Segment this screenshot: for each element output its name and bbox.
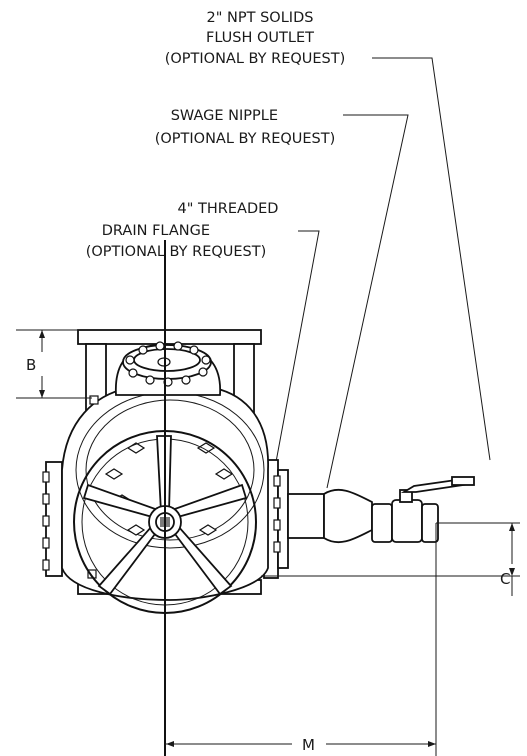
dimension-m-label: M: [302, 736, 315, 754]
callout-solids-outlet-line-3: (OPTIONAL BY REQUEST): [165, 51, 346, 67]
callout-drain-flange-line-2: DRAIN FLANGE: [102, 223, 210, 239]
dimension-m: M: [165, 523, 437, 756]
leader-solids-outlet: [372, 57, 491, 461]
ball-valve-end-left: [371, 503, 393, 543]
outlet-pipe: [287, 493, 325, 539]
callout-drain-flange: 4" THREADED DRAIN FLANGE (OPTIONAL BY RE…: [86, 201, 279, 260]
callout-drain-flange-line-1: 4" THREADED: [178, 201, 279, 217]
callout-swage-nipple-line-1: SWAGE NIPPLE: [171, 108, 278, 124]
callout-drain-flange-line-3: (OPTIONAL BY REQUEST): [86, 244, 267, 260]
leader-swage-nipple: [326, 114, 409, 489]
flush-outlet-assembly: [287, 476, 475, 543]
callout-solids-outlet-line-2: FLUSH OUTLET: [206, 30, 314, 46]
dimension-b-label: B: [26, 356, 36, 374]
swage-nipple: [323, 489, 373, 543]
leader-lines: [275, 57, 491, 489]
callout-swage-nipple: SWAGE NIPPLE (OPTIONAL BY REQUEST): [155, 108, 336, 147]
handwheel: [73, 430, 257, 614]
side-flange-bolts: [42, 395, 281, 579]
callout-swage-nipple-line-2: (OPTIONAL BY REQUEST): [155, 131, 336, 147]
callout-solids-outlet-line-1: 2" NPT SOLIDS: [207, 10, 314, 26]
body-plug: [89, 395, 99, 405]
seat-ring-inner: [85, 399, 255, 541]
dimension-b: B: [16, 329, 92, 399]
leader-drain-flange: [275, 230, 320, 463]
dimension-c: C: [261, 522, 520, 596]
drain-plug: [87, 569, 97, 579]
plug-valve-body: [45, 329, 289, 601]
dimension-c-label: C: [500, 570, 510, 588]
bonnet-bolts: [125, 341, 211, 387]
ball-valve-body: [391, 499, 423, 543]
ball-valve-handle-grip: [451, 476, 475, 486]
callout-solids-outlet: 2" NPT SOLIDS FLUSH OUTLET (OPTIONAL BY …: [165, 10, 346, 67]
top-flange: [77, 329, 262, 345]
